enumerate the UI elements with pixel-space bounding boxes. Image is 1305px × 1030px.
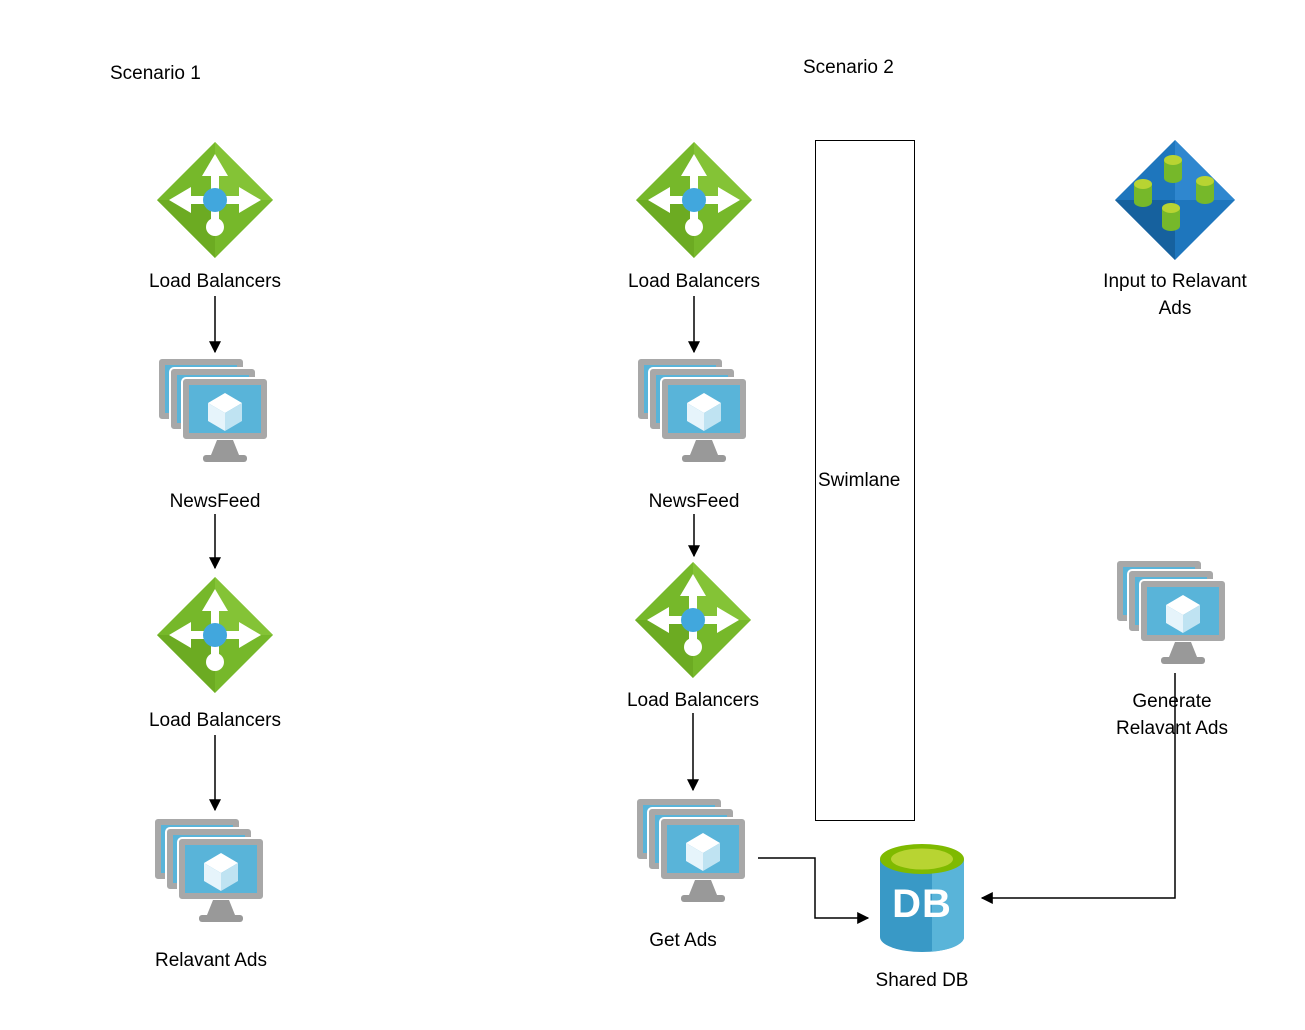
scenario1-title: Scenario 1: [110, 63, 201, 84]
load-balancer-icon: [157, 142, 273, 258]
vm-stack-icon: [635, 797, 747, 902]
load-balancer-icon: [157, 577, 273, 693]
load-balancer-icon: [635, 562, 751, 678]
s1-load-balancer-top-node[interactable]: [155, 140, 275, 265]
s2-get-ads-node[interactable]: [628, 796, 758, 916]
shared-db-label: Shared DB: [875, 970, 969, 991]
vm-stack-icon: [157, 357, 269, 462]
data-cylinders-diamond-icon: [1115, 140, 1235, 260]
arrow-get-ads-to-shared-db: [758, 857, 870, 924]
swimlane-box[interactable]: Swimlane: [815, 140, 915, 821]
generate-relavant-ads-label: Generate Relavant Ads: [1116, 691, 1228, 739]
input-to-relavant-ads-node[interactable]: [1113, 138, 1237, 267]
scenario2-title: Scenario 2: [803, 57, 894, 78]
vm-stack-icon: [153, 817, 265, 922]
s2-load-balancers-bottom-label: Load Balancers: [626, 690, 760, 711]
arrow-generate-ads-to-shared-db: [980, 673, 1176, 904]
s2-get-ads-label: Get Ads: [649, 930, 717, 951]
database-cylinder-icon: [880, 844, 965, 952]
input-to-relavant-ads-label: Input to Relavant Ads: [1103, 271, 1247, 319]
s2-newsfeed-label: NewsFeed: [648, 491, 740, 512]
s1-load-balancers-top-label: Load Balancers: [148, 271, 282, 292]
db-text: DB: [892, 882, 952, 926]
s1-load-balancers-bottom-label: Load Balancers: [148, 710, 282, 731]
s1-newsfeed-label: NewsFeed: [169, 491, 261, 512]
generate-relavant-ads-node[interactable]: [1108, 558, 1238, 678]
shared-db-node[interactable]: [874, 843, 970, 966]
s1-relavant-ads-label: Relavant Ads: [155, 950, 267, 971]
s2-newsfeed-node[interactable]: [629, 356, 759, 476]
s2-load-balancer-top-node[interactable]: [634, 140, 754, 265]
s1-relavant-ads-node[interactable]: [146, 816, 276, 936]
load-balancer-icon: [636, 142, 752, 258]
s1-newsfeed-node[interactable]: [150, 356, 280, 476]
vm-stack-icon: [636, 357, 748, 462]
swimlane-label: Swimlane: [818, 469, 901, 491]
s2-load-balancer-bottom-node[interactable]: [633, 560, 753, 685]
s1-load-balancer-bottom-node[interactable]: [155, 575, 275, 700]
vm-stack-icon: [1115, 559, 1227, 664]
s2-load-balancers-top-label: Load Balancers: [627, 271, 761, 292]
